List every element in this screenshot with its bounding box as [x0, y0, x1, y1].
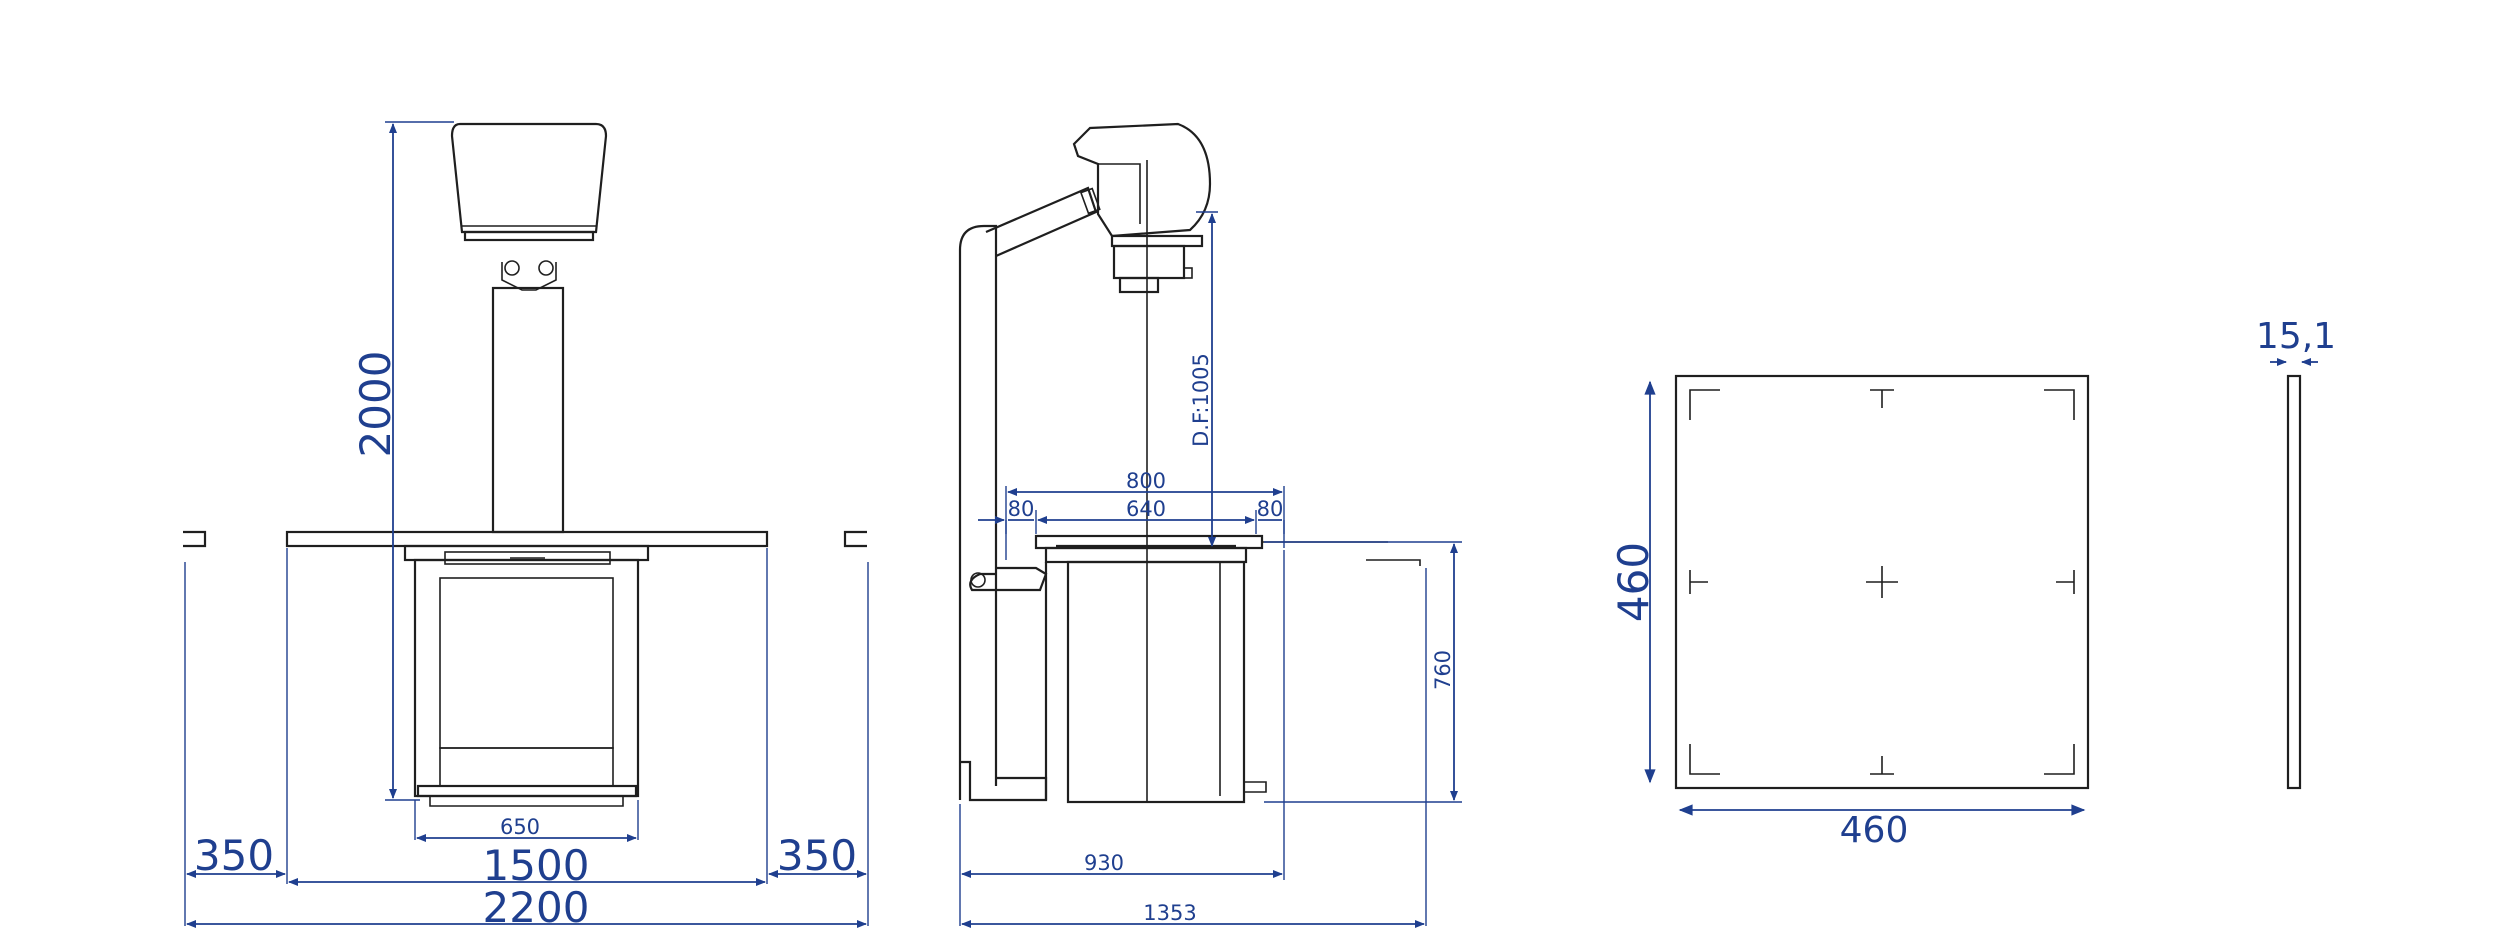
side-collimator-knob [1183, 267, 1193, 279]
detector-width-label: 640 [1126, 497, 1166, 521]
knob-icons [501, 260, 557, 291]
table-width-label: 1500 [483, 841, 590, 890]
margin-ticks [1005, 520, 1285, 534]
side-view [958, 122, 1421, 804]
corner-marks [1689, 389, 2075, 775]
cabinet-door [439, 577, 614, 749]
left-margin-label: 80 [1008, 497, 1035, 521]
focus-distance-label: D.F:1005 [1189, 353, 1213, 447]
edge-center-marks [1689, 389, 2075, 775]
side-collimator-lamp [1118, 276, 1160, 294]
foot-base [429, 796, 624, 807]
inner-width-label: 650 [500, 815, 540, 839]
side-table-ext-end [1366, 559, 1421, 566]
foot-rail [416, 784, 638, 798]
collimator-plate [463, 230, 595, 242]
top-width-label: 800 [1126, 469, 1166, 493]
handle-knob [970, 572, 986, 588]
detector-plate [1674, 374, 2090, 790]
side-foot-stop [1244, 781, 1267, 793]
table-height-label: 760 [1431, 650, 1455, 690]
drawer-handle [444, 551, 611, 565]
base-depth-label: 930 [1084, 851, 1124, 875]
left-side-label: 350 [194, 831, 274, 880]
detector-height-label: 460 [1609, 542, 1658, 622]
side-column [958, 224, 998, 800]
side-cabinet-top [1044, 546, 1248, 564]
front-height-label: 2000 [351, 351, 400, 458]
side-tube-inner [1098, 163, 1141, 224]
overall-width-label: 2200 [483, 883, 590, 932]
right-margin-label: 80 [1257, 497, 1284, 521]
thickness-label: 15,1 [2256, 316, 2336, 357]
right-side-label: 350 [777, 831, 857, 880]
table-top [285, 530, 769, 548]
side-arm [985, 186, 1098, 258]
side-column-foot [960, 760, 1048, 802]
overall-depth-label: 1353 [1143, 901, 1196, 925]
thickness-view: 15,1 [2256, 316, 2336, 790]
arm-joint [1079, 187, 1101, 215]
tube-head [450, 122, 608, 234]
side-cabinet [1066, 560, 1246, 804]
side-handle [969, 566, 1048, 592]
side-view-dimensions: D.F:1005 800 80 640 80 760 930 1353 [959, 211, 1462, 928]
column [491, 286, 565, 534]
cabinet-base-panel [439, 747, 614, 787]
center-crosshair-icon [1866, 566, 1898, 598]
side-collimator-plate [1110, 234, 1204, 248]
detector-edge [2286, 374, 2302, 790]
front-view [183, 122, 867, 807]
left-edge-marker [183, 530, 207, 548]
cabinet [413, 558, 640, 798]
right-edge-marker [843, 530, 867, 548]
side-collimator [1112, 244, 1186, 280]
detector-plate-width-label: 460 [1840, 810, 1909, 851]
detector-view: 460 460 [1609, 374, 2090, 851]
front-view-dimensions: 2000 650 350 1500 350 2200 [184, 121, 869, 932]
side-tube-head [1072, 122, 1212, 238]
